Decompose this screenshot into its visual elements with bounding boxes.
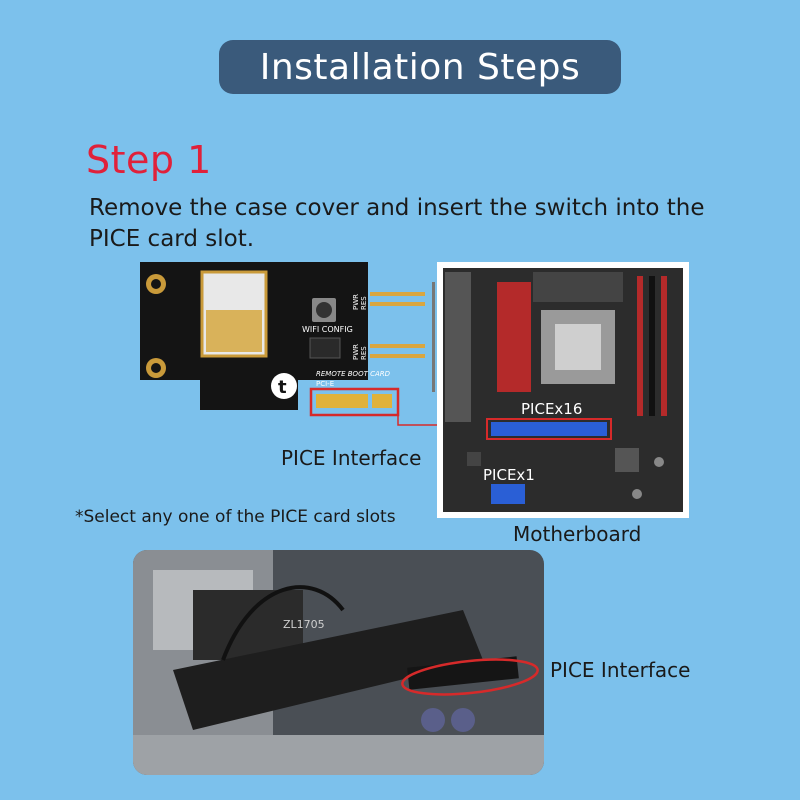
- installed-card-photo: ZL1705: [133, 550, 544, 775]
- pice-interface-label-top: PICE Interface: [281, 446, 422, 470]
- pcie-label: PCI-E: [316, 380, 334, 388]
- res-label-2: RES: [360, 346, 368, 360]
- remote-boot-card-image: WIFI CONFIG PWR RES PWR RES t REMOTE BOO…: [140, 262, 440, 442]
- brand-logo-icon: t: [278, 377, 287, 398]
- page-title: Installation Steps: [219, 40, 621, 94]
- slot-x16-label: PICEx16: [521, 400, 582, 418]
- slot-x1-label: PICEx1: [483, 466, 535, 484]
- res-label: RES: [360, 296, 368, 310]
- slot-selection-note: *Select any one of the PICE card slots: [75, 507, 396, 527]
- motherboard-label: Motherboard: [513, 522, 642, 546]
- step-title: Step 1: [86, 138, 212, 182]
- motherboard-image: PICEx16 PICEx1: [437, 262, 689, 518]
- remote-boot-card-label: REMOTE BOOT CARD: [316, 370, 391, 378]
- pwr-label: PWR: [352, 294, 360, 310]
- photo-chip-text: ZL1705: [283, 618, 325, 631]
- pice-interface-label-bottom: PICE Interface: [550, 658, 691, 682]
- pwr-label-2: PWR: [352, 344, 360, 360]
- wifi-config-label: WIFI CONFIG: [302, 325, 353, 334]
- step-description: Remove the case cover and insert the swi…: [89, 195, 705, 252]
